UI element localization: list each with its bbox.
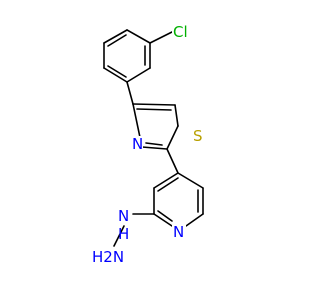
bond: [136, 108, 172, 111]
bonds: [103, 29, 204, 247]
bond: [149, 31, 173, 44]
bond: [153, 213, 173, 227]
bond: [153, 172, 179, 189]
bond: [113, 225, 125, 247]
thiazole-nitrogen-label: N: [132, 135, 143, 153]
bond: [145, 142, 163, 146]
bond: [185, 213, 204, 227]
pyridine-nitrogen-label: N: [173, 223, 184, 241]
bond: [126, 81, 134, 105]
molecule-diagram: Cl S N N N H H2N: [92, 23, 204, 266]
bond: [132, 103, 176, 106]
sulfur-label: S: [193, 127, 203, 145]
bond: [103, 67, 128, 83]
bond: [107, 34, 127, 47]
hydrazine-nitrogen-label: N: [118, 207, 129, 225]
bond: [126, 67, 151, 83]
bond: [177, 172, 204, 189]
chlorine-label: Cl: [173, 23, 188, 41]
bond: [107, 65, 127, 78]
bond: [166, 125, 179, 150]
bond: [166, 148, 179, 174]
bond: [103, 29, 128, 44]
bond: [157, 210, 173, 222]
bond: [141, 146, 168, 150]
bond: [174, 104, 179, 127]
hydrazine-hydrogen-label: H: [118, 225, 129, 243]
bond: [157, 177, 179, 192]
bond: [126, 29, 151, 44]
amine-label: H2N: [92, 248, 124, 266]
atom-labels: Cl S N N N H H2N: [92, 23, 204, 266]
